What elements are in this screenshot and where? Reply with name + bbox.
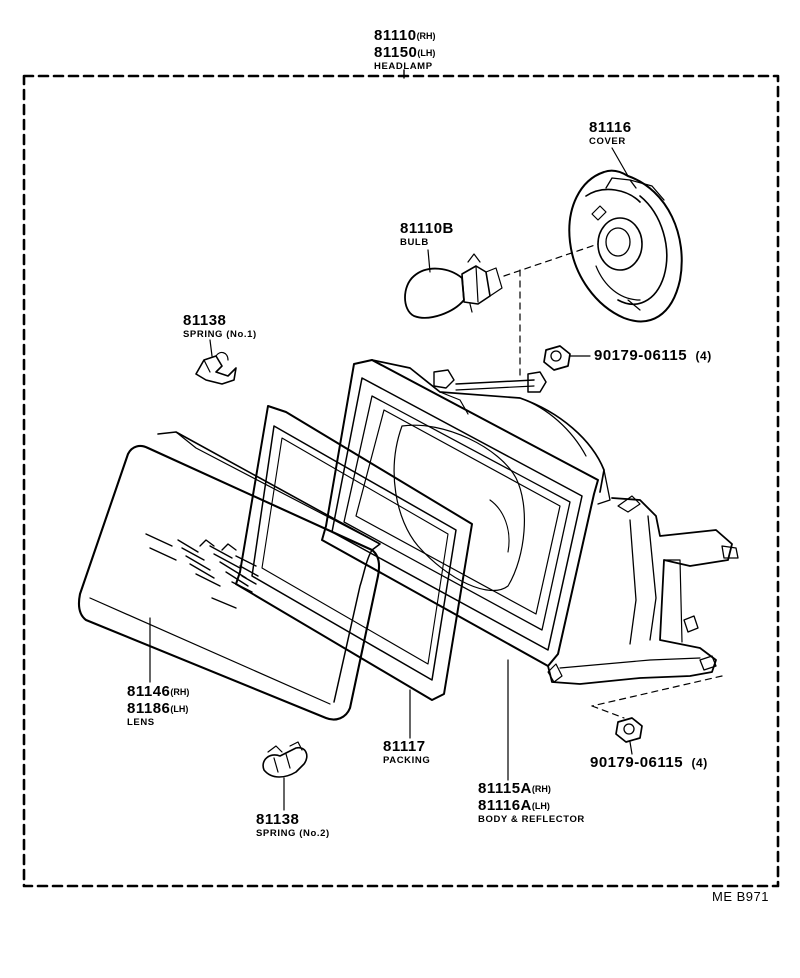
headlamp-sfx-lh: (LH) bbox=[417, 48, 436, 58]
headlamp-label: 81110(RH) 81150(LH) HEADLAMP bbox=[374, 28, 436, 72]
packing-label: 81117 PACKING bbox=[383, 739, 430, 766]
lens-sfx-rh: (RH) bbox=[170, 687, 190, 697]
figure-code: ME B971 bbox=[712, 889, 769, 904]
nut-bottom-leader bbox=[630, 742, 632, 754]
body-name: BODY & REFLECTOR bbox=[478, 814, 585, 825]
headlamp-sfx-rh: (RH) bbox=[416, 31, 436, 41]
bulb-pn: 81110B bbox=[400, 220, 454, 237]
lens-label: 81146(RH) 81186(LH) LENS bbox=[127, 684, 189, 728]
bulb-leader bbox=[428, 250, 430, 272]
headlamp-name: HEADLAMP bbox=[374, 61, 433, 72]
body-pn-lh: 81116A bbox=[478, 797, 532, 814]
nut-bottom-label: 90179-06115 (4) bbox=[590, 755, 708, 771]
headlamp-pn-lh: 81150 bbox=[374, 44, 418, 61]
bulb-label: 81110B BULB bbox=[400, 221, 454, 248]
nut-bottom-pn: 90179-06115 bbox=[590, 754, 684, 771]
nut-bottom-axis-a bbox=[592, 676, 722, 706]
lens-name: LENS bbox=[127, 717, 155, 728]
lens-pn-rh: 81146 bbox=[127, 683, 171, 700]
spring-no1-leader bbox=[210, 340, 212, 356]
nut-bottom-part bbox=[616, 718, 642, 742]
packing-name: PACKING bbox=[383, 755, 431, 766]
lens-sfx-lh: (LH) bbox=[170, 704, 189, 714]
spring-no1-part bbox=[196, 353, 236, 384]
nut-bottom-axis-b bbox=[592, 706, 624, 718]
headlamp-pn-rh: 81110 bbox=[374, 27, 417, 44]
nut-top-label: 90179-06115 (4) bbox=[594, 348, 712, 364]
cover-pn: 81116 bbox=[589, 119, 632, 136]
lens-pattern bbox=[146, 534, 258, 608]
nut-top-qty: (4) bbox=[695, 349, 712, 363]
cover-part bbox=[569, 171, 681, 322]
cover-name: COVER bbox=[589, 136, 626, 147]
body-sfx-lh: (LH) bbox=[531, 801, 550, 811]
cover-leader bbox=[612, 148, 628, 176]
bulb-name: BULB bbox=[400, 237, 429, 248]
cover-label: 81116 COVER bbox=[589, 120, 632, 147]
nut-top-part bbox=[544, 346, 570, 370]
spring-no1-label: 81138 SPRING (No.1) bbox=[183, 313, 257, 340]
spring-no2-name: SPRING (No.2) bbox=[256, 828, 330, 839]
lens-pn-lh: 81186 bbox=[127, 700, 171, 717]
body-pn-rh: 81115A bbox=[478, 780, 532, 797]
assembly-boundary bbox=[24, 76, 778, 886]
spring-no1-name: SPRING (No.1) bbox=[183, 329, 257, 340]
body-sfx-rh: (RH) bbox=[531, 784, 551, 794]
spring-no2-part bbox=[263, 742, 307, 777]
body-reflector-part bbox=[322, 360, 738, 684]
body-label: 81115A(RH) 81116A(LH) BODY & REFLECTOR bbox=[478, 781, 585, 825]
nut-bottom-qty: (4) bbox=[691, 756, 708, 770]
nut-top-pn: 90179-06115 bbox=[594, 347, 688, 364]
packing-pn: 81117 bbox=[383, 738, 426, 755]
spring-no1-pn: 81138 bbox=[183, 312, 227, 329]
spring-no2-pn: 81138 bbox=[256, 811, 300, 828]
bulb-cover-axis bbox=[504, 244, 598, 276]
bulb-part bbox=[405, 254, 502, 318]
packing-part bbox=[236, 406, 472, 700]
lens-part bbox=[79, 432, 380, 720]
spring-no2-label: 81138 SPRING (No.2) bbox=[256, 812, 330, 839]
